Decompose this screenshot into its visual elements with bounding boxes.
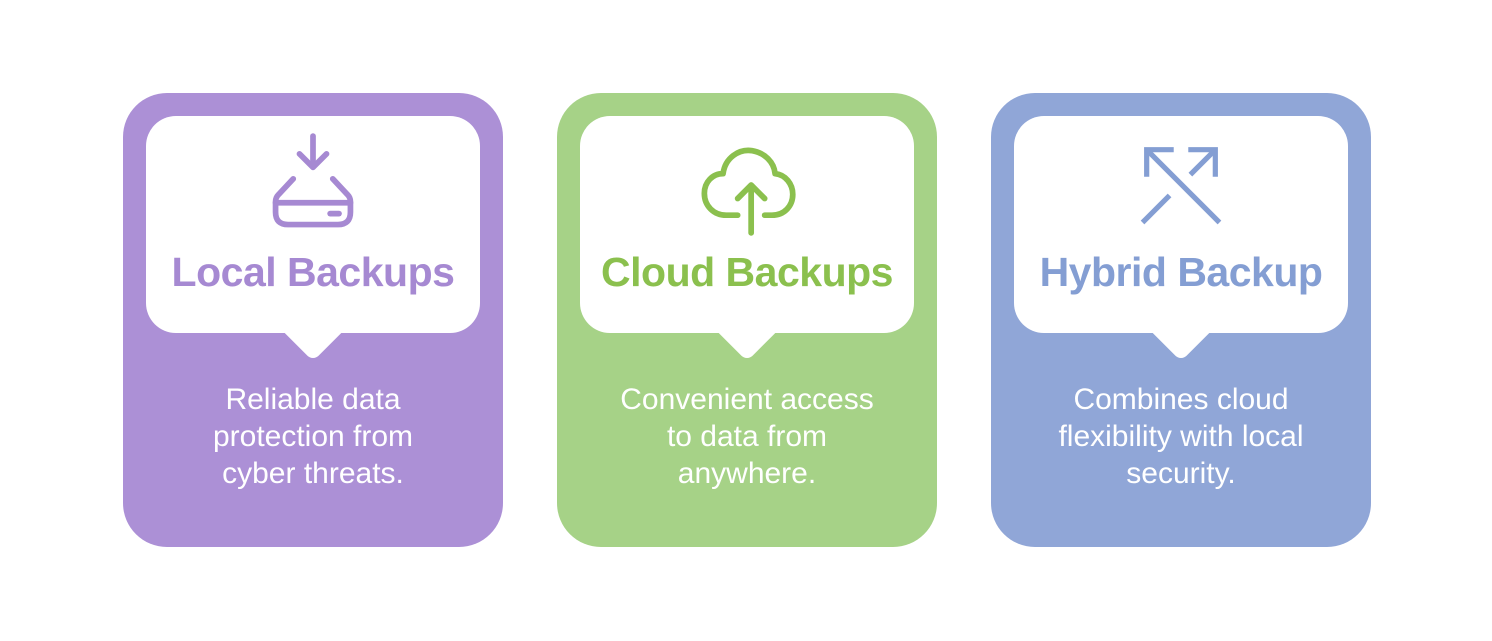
description-line: protection from — [212, 420, 414, 453]
card-title: Hybrid Backup — [1039, 249, 1323, 295]
description-line: security. — [1126, 457, 1236, 490]
cards-row: Local Backups Reliable data protection f… — [123, 93, 1371, 547]
description-line: Reliable data — [225, 383, 401, 416]
card-title: Cloud Backups — [601, 249, 893, 295]
description-line: Convenient access — [620, 383, 874, 416]
description-line: Combines cloud — [1073, 383, 1289, 416]
card-description: Reliable data protection from cyber thre… — [133, 381, 493, 492]
description-line: cyber threats. — [222, 457, 404, 490]
description-line: anywhere. — [677, 457, 817, 490]
description-line: flexibility with local — [1058, 420, 1304, 453]
title-bubble: Local Backups — [146, 116, 480, 333]
drive-download-icon — [261, 132, 365, 236]
crossed-arrows-icon — [1129, 132, 1233, 236]
card-cloud-backups: Cloud Backups Convenient access to data … — [557, 93, 937, 547]
card-description: Convenient access to data from anywhere. — [567, 381, 927, 492]
card-description: Combines cloud flexibility with local se… — [1001, 381, 1361, 492]
card-hybrid-backup: Hybrid Backup Combines cloud flexibility… — [991, 93, 1371, 547]
description-line: to data from — [666, 420, 828, 453]
title-bubble: Cloud Backups — [580, 116, 914, 333]
cloud-upload-icon — [695, 132, 799, 236]
card-title: Local Backups — [171, 249, 455, 295]
card-local-backups: Local Backups Reliable data protection f… — [123, 93, 503, 547]
title-bubble: Hybrid Backup — [1014, 116, 1348, 333]
